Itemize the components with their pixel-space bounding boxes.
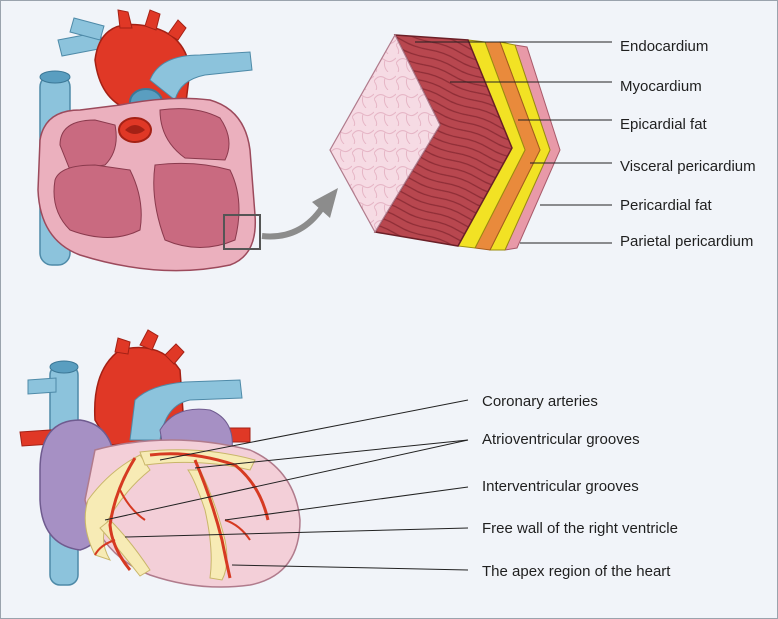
label-coronary-arteries: Coronary arteries (482, 393, 598, 410)
label-parietal-pericardium: Parietal pericardium (620, 233, 754, 250)
zoom-box (223, 214, 261, 250)
label-apex-region: The apex region of the heart (482, 563, 671, 580)
wall-layers-diagram (329, 33, 612, 251)
heart-exterior (19, 329, 469, 588)
label-interventricular-grooves: Interventricular grooves (482, 478, 639, 495)
label-atrioventricular-grooves: Atrioventricular grooves (482, 431, 640, 448)
label-epicardial-fat: Epicardial fat (620, 116, 707, 133)
layer-leader-lines (415, 41, 612, 244)
label-pericardial-fat: Pericardial fat (620, 197, 712, 214)
label-visceral-pericardium: Visceral pericardium (620, 158, 756, 175)
heart-cross-section (37, 9, 338, 272)
label-myocardium: Myocardium (620, 78, 702, 95)
label-endocardium: Endocardium (620, 38, 709, 55)
zoom-arrow-icon (312, 188, 338, 218)
label-free-wall-right-ventricle: Free wall of the right ventricle (482, 520, 678, 537)
exterior-leader-lines (104, 399, 469, 571)
